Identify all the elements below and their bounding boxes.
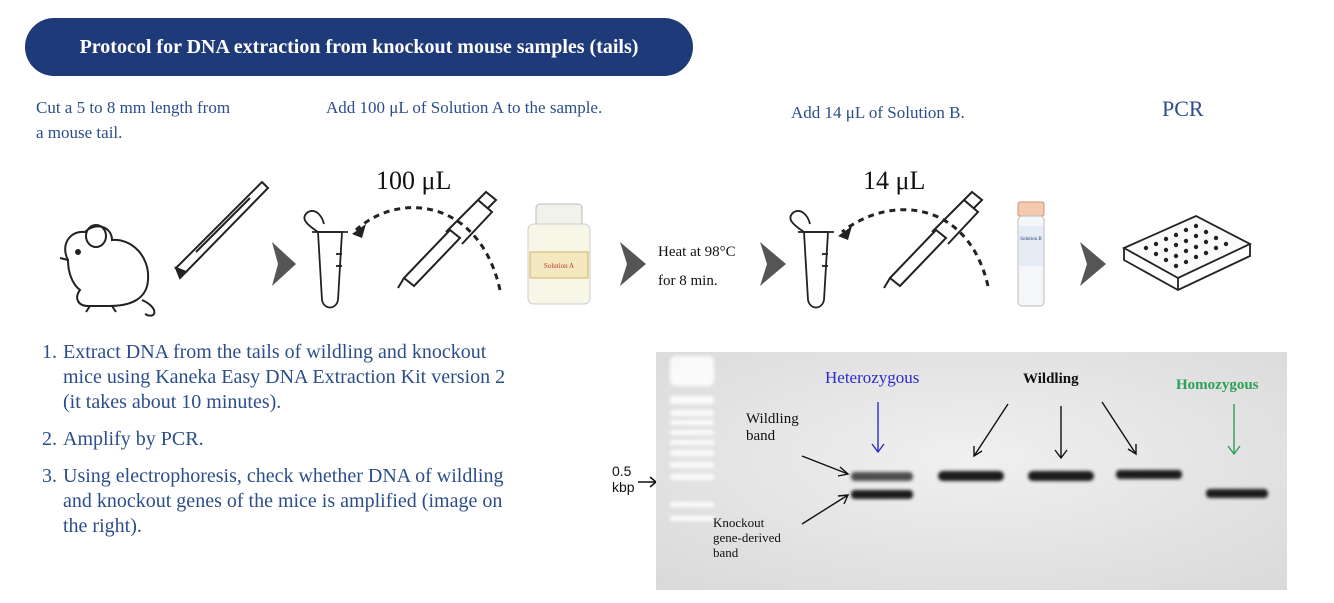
pipette-icon xyxy=(883,190,984,289)
marker-label: 0.5 kbp xyxy=(612,463,635,495)
knockout-band-line-1: Knockout xyxy=(713,515,765,530)
volume-b-label: 14 μL xyxy=(863,166,926,195)
wildling-band-line-1: Wildling xyxy=(746,411,799,427)
mouse-icon xyxy=(59,224,156,317)
instruction-3-number: 3. xyxy=(42,465,57,487)
pcr-plate-icon xyxy=(1121,215,1253,292)
gel-electrophoresis-image xyxy=(656,352,1287,590)
dispense-arc-a xyxy=(354,206,502,291)
band-wildling-2 xyxy=(1028,471,1094,481)
wildling-label: Wildling xyxy=(1023,371,1079,387)
marker-value: 0.5 xyxy=(612,463,632,479)
step-solution-b-caption: Add 14 μL of Solution B. xyxy=(791,103,965,122)
dispense-arc-b xyxy=(841,208,990,287)
arrow-wildling-3 xyxy=(1101,401,1137,455)
wildling-band-line-2: band xyxy=(746,428,776,444)
pipette-icon xyxy=(397,190,498,289)
heterozygous-label: Heterozygous xyxy=(825,368,920,387)
instruction-2-number: 2. xyxy=(42,428,57,450)
instruction-1-line-2: mice using Kaneka Easy DNA Extraction Ki… xyxy=(63,366,506,388)
step-cut-caption: Cut a 5 to 8 mm length from a mouse tail… xyxy=(36,98,231,142)
band-heterozygous-knockout xyxy=(851,490,913,499)
arrow-right-icon xyxy=(272,242,296,286)
heat-step-text: Heat at 98°C for 8 min. xyxy=(658,238,736,296)
microtube-icon xyxy=(789,210,834,309)
instruction-3-line-1: Using electrophoresis, check whether DNA… xyxy=(63,465,504,487)
knockout-band-line-3: band xyxy=(713,545,739,560)
instruction-1-line-3: (it takes about 10 minutes). xyxy=(63,391,282,413)
instruction-2-line-1: Amplify by PCR. xyxy=(63,428,204,450)
band-wildling-3 xyxy=(1116,470,1182,479)
gel-bands xyxy=(851,470,1268,499)
volume-a-label: 100 μL xyxy=(376,166,452,195)
procedure-illustrations: Solution A Solution B xyxy=(59,180,1253,317)
ladder-lane xyxy=(670,356,714,521)
scalpel-icon xyxy=(174,180,270,280)
homozygous-label: Homozygous xyxy=(1176,377,1259,393)
instruction-1-line-1: Extract DNA from the tails of wildling a… xyxy=(63,341,487,363)
solution-a-label: Solution A xyxy=(544,262,574,270)
instruction-3-line-3: the right). xyxy=(63,515,142,537)
protocol-title: Protocol for DNA extraction from knockou… xyxy=(25,18,693,76)
arrow-knockout-band xyxy=(801,494,849,525)
heat-line-1: Heat at 98°C xyxy=(658,244,736,260)
step-pcr-caption: PCR xyxy=(1162,96,1204,121)
arrow-wildling-band xyxy=(801,455,849,475)
step-solution-a-caption: Add 100 μL of Solution A to the sample. xyxy=(326,98,603,117)
knockout-band-label: Knockout gene-derived band xyxy=(713,515,781,560)
band-wildling-1 xyxy=(938,471,1004,481)
microtube-icon xyxy=(303,210,348,309)
band-heterozygous-wildling xyxy=(851,472,913,481)
gel-svg xyxy=(656,352,1287,590)
arrow-right-icon xyxy=(1080,242,1106,286)
knockout-band-line-2: gene-derived xyxy=(713,530,781,545)
marker-unit: kbp xyxy=(612,479,635,495)
band-homozygous-knockout xyxy=(1206,489,1268,498)
instruction-list: 1. Extract DNA from the tails of wildlin… xyxy=(42,340,622,550)
wildling-band-label: Wildling band xyxy=(746,411,799,445)
arrow-wildling-1 xyxy=(973,403,1009,457)
solution-b-label: Solution B xyxy=(1020,237,1042,242)
gel-arrows xyxy=(801,401,1241,525)
arrow-right-icon xyxy=(760,242,786,286)
arrow-right-icon xyxy=(620,242,646,286)
solution-a-bottle-icon: Solution A xyxy=(527,203,591,305)
heat-line-2: for 8 min. xyxy=(658,273,718,289)
solution-b-tube-icon: Solution B xyxy=(1017,201,1045,307)
instruction-3-line-2: and knockout genes of the mice is amplif… xyxy=(63,490,503,512)
instruction-1-number: 1. xyxy=(42,341,57,363)
